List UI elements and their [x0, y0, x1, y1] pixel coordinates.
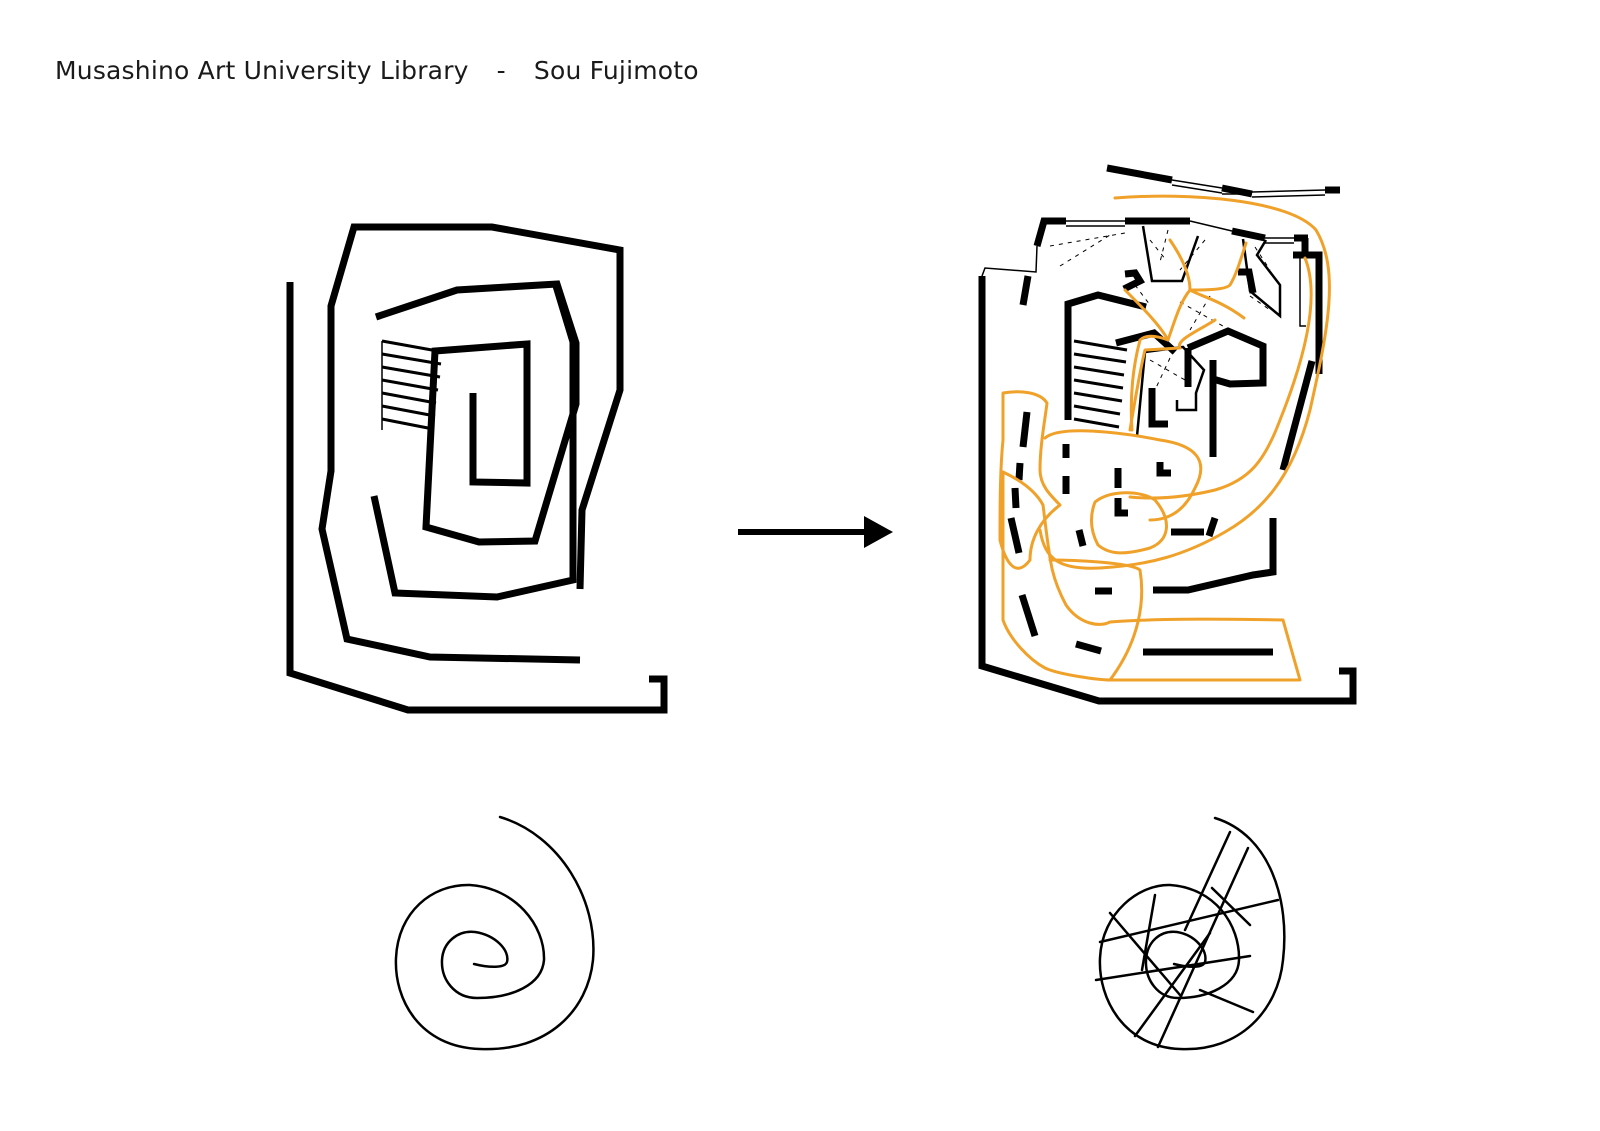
title-text: Musashino Art University Library	[55, 56, 469, 85]
outer-loop-path	[1038, 194, 1331, 570]
east-loop-path	[1128, 256, 1313, 500]
left-wall-fragments	[1007, 275, 1039, 638]
core-path	[1128, 318, 1217, 432]
south-west-path	[1001, 470, 1302, 682]
wall-ring-3	[374, 280, 580, 546]
right-outer-wall	[978, 276, 1357, 705]
core-outline	[1135, 225, 1282, 437]
top-glass-segments	[1171, 179, 1326, 198]
skylight-hatching	[1049, 229, 1271, 391]
arrow-right	[738, 516, 893, 548]
right-stairs	[1073, 339, 1128, 429]
page-title: Musashino Art University Library-Sou Fuj…	[55, 56, 699, 85]
title-separator: -	[496, 56, 506, 85]
upper-glass	[981, 220, 1306, 327]
left-stairs	[381, 339, 444, 431]
core-inner-path	[1129, 334, 1170, 432]
circulation-paths	[998, 194, 1331, 682]
interior-walls	[1062, 251, 1323, 656]
spiral-crossed-sketch	[1094, 816, 1286, 1051]
west-zone-path	[998, 390, 1062, 570]
outer-wall	[286, 282, 668, 714]
spiral-line-sketch	[394, 815, 595, 1051]
branch-path-2	[1188, 241, 1248, 292]
south-mid-path	[1048, 558, 1144, 682]
wall-ring-4	[370, 284, 577, 601]
spiral-plan	[286, 223, 668, 714]
middle-zone-path	[1043, 429, 1203, 522]
upper-inner-walls	[1033, 217, 1309, 258]
fragmented-plan	[978, 164, 1357, 705]
wall-ring-2	[318, 223, 624, 664]
lower-loop-path	[1090, 491, 1168, 555]
top-wall-segments	[1106, 164, 1340, 198]
author-text: Sou Fujimoto	[533, 56, 699, 85]
